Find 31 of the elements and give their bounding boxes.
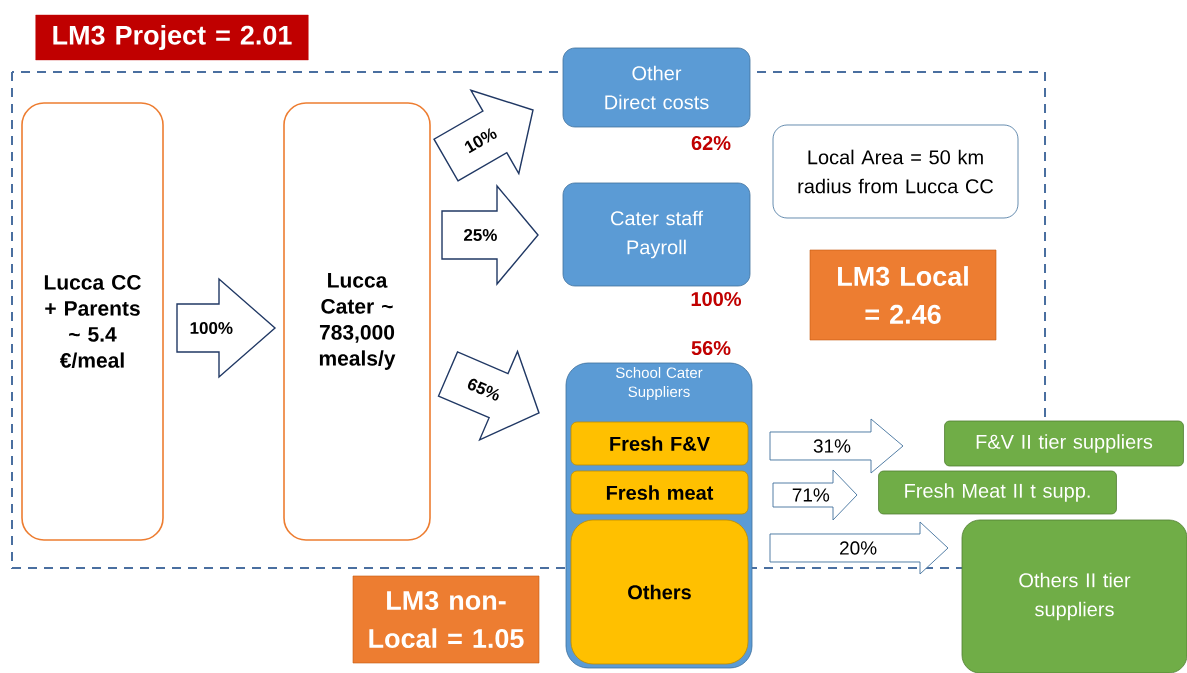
supplier-box: Others II tier suppliers [961,519,1187,673]
category-box: Fresh meat [570,470,749,515]
result-box: LM3 Project = 2.01 [35,14,309,61]
block-arrow [772,469,858,521]
edge-label: 31% [813,439,851,453]
cost-box: Other Direct costs [562,47,751,128]
cost-box: Cater staff Payroll [562,182,751,287]
process-box: Lucca CC + Parents ~ 5.4 €/meal [21,102,164,541]
result-box: LM3 Local = 2.46 [809,249,997,341]
category-box: Others [570,519,749,665]
supplier-box: Fresh Meat II t supp. [878,470,1117,515]
supplier-box: F&V II tier suppliers [944,420,1184,467]
process-box: Lucca Cater ~ 783,000 meals/y [283,102,431,541]
note-box: Local Area = 50 km radius from Lucca CC [772,124,1019,219]
edge-label: 10% [464,128,497,154]
percentage-label: 100% [691,291,742,307]
edge-label: 65% [467,378,500,401]
block-arrow [769,418,904,474]
edge-label: 20% [840,541,877,555]
category-box: Fresh F&V [570,421,749,466]
percentage-label: 56% [691,340,731,356]
edge-label: 25% [464,229,497,241]
block-arrow [433,89,534,182]
percentage-label: 62% [691,135,731,151]
block-arrow [437,349,540,442]
block-arrow [769,521,949,575]
block-arrow [441,184,539,286]
block-arrow [176,277,277,379]
edge-label: 71% [792,488,830,502]
result-box: LM3 non-Local = 1.05 [352,575,540,664]
edge-label: 100% [190,322,233,334]
